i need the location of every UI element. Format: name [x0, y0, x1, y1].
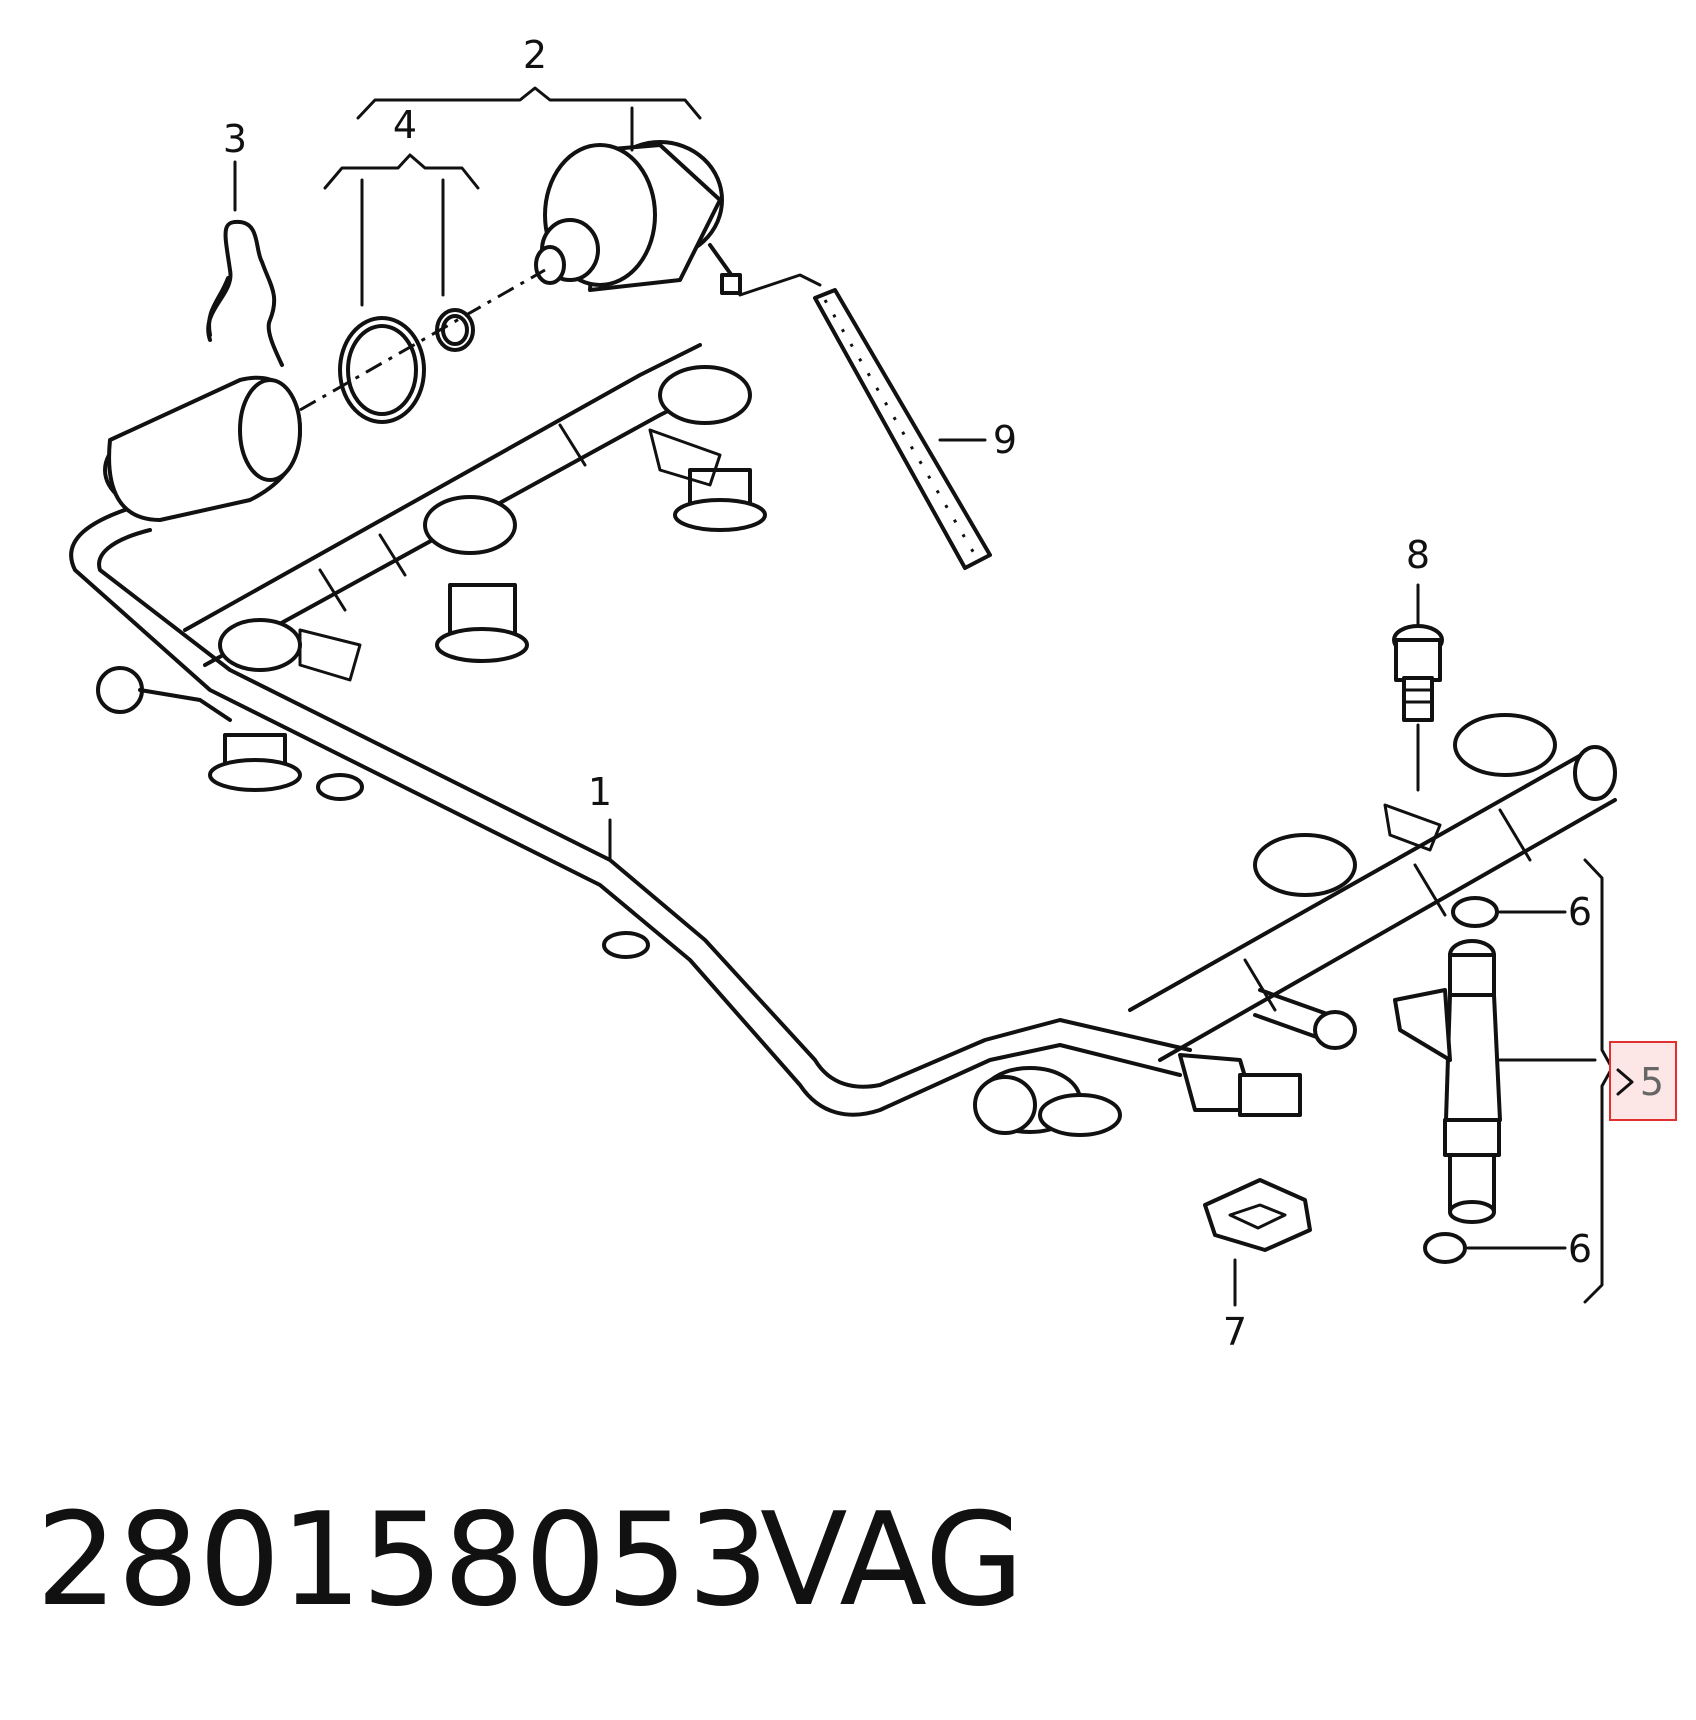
brand-name: VAG [760, 1486, 1024, 1635]
part-number: 280158053 [36, 1486, 769, 1635]
fuel-hose [813, 288, 992, 570]
callout-9: 9 [993, 418, 1017, 462]
injector-clip [1203, 1178, 1312, 1252]
callout-8: 8 [1406, 533, 1430, 577]
callout-4: 4 [393, 103, 417, 147]
callout-5: 5 [1640, 1060, 1664, 1104]
right-rail-section [973, 713, 1617, 1137]
injector-seal-lower [1423, 1232, 1467, 1264]
upper-rail-tube [183, 343, 767, 792]
fuel-rail-pipe [69, 503, 1192, 1117]
callout-1: 1 [588, 770, 612, 814]
retaining-clip [206, 219, 284, 367]
callout-6-upper: 6 [1568, 890, 1592, 934]
fuel-injector [1393, 939, 1502, 1224]
o-rings [338, 308, 475, 424]
callout-6-lower: 6 [1568, 1227, 1592, 1271]
injector-seal-upper [1451, 896, 1499, 928]
callout-3: 3 [223, 117, 247, 161]
callout-5-highlight [1609, 1041, 1677, 1121]
fuel-pressure-regulator [534, 140, 742, 295]
fuel-damper-canister [96, 375, 302, 722]
callout-7: 7 [1223, 1310, 1247, 1354]
mounting-bolt [1392, 583, 1444, 792]
callout-2: 2 [523, 33, 547, 77]
